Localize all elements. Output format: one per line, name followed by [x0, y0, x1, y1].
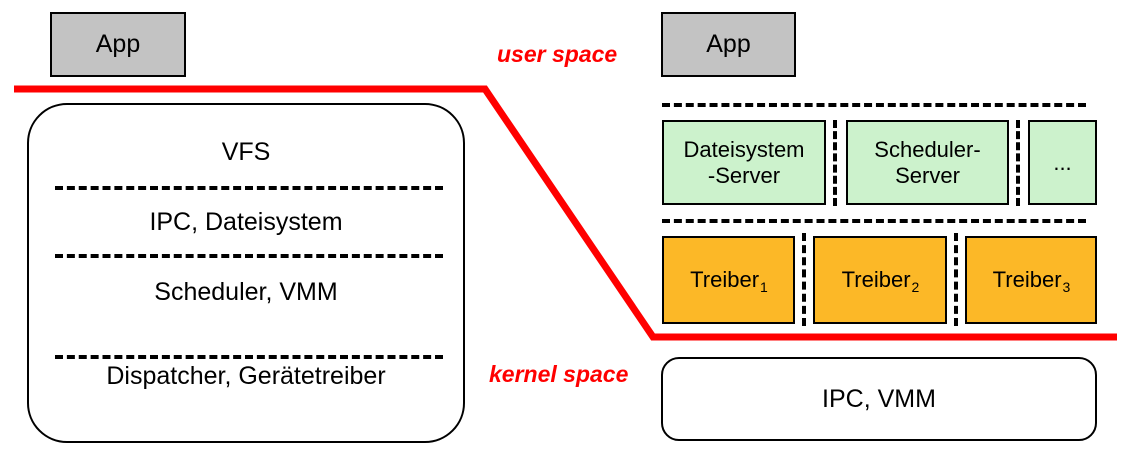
app-box-microkernel: App — [661, 12, 796, 77]
server-label-line2: -Server — [707, 162, 781, 188]
driver-label: Treiber — [992, 267, 1062, 293]
driver-box-3: Treiber3 — [965, 236, 1097, 324]
server-label-line1: Scheduler- — [874, 136, 981, 162]
server-label-ellipsis: ... — [1053, 149, 1072, 175]
driver-index: 3 — [1062, 279, 1071, 296]
driver-separator — [802, 233, 806, 326]
driver-label: Treiber — [690, 267, 760, 293]
driver-index: 1 — [760, 279, 768, 296]
server-separator — [1016, 120, 1020, 206]
server-separator — [833, 120, 837, 206]
server-label-line1: Dateisystem — [683, 136, 805, 162]
monolithic-layer-dispatcher-geraetetreiber: Dispatcher, Gerätetreiber — [106, 361, 386, 390]
driver-box-2: Treiber2 — [813, 236, 947, 324]
user-space-label: user space — [497, 41, 618, 67]
monolithic-layer-vfs: VFS — [221, 137, 271, 166]
server-row-divider-bottom — [662, 219, 1086, 223]
driver-box-1: Treiber1 — [662, 236, 795, 324]
server-box-more: ... — [1028, 120, 1097, 205]
server-row-divider-top — [662, 103, 1086, 107]
microkernel-box: IPC, VMM — [661, 357, 1097, 441]
server-box-dateisystem: Dateisystem -Server — [662, 120, 826, 205]
layer-divider — [55, 186, 443, 190]
monolithic-layer-ipc-dateisystem: IPC, Dateisystem — [149, 207, 343, 236]
kernel-space-label: kernel space — [489, 361, 629, 387]
driver-index: 2 — [911, 279, 920, 296]
driver-separator — [954, 233, 958, 326]
driver-label: Treiber — [841, 267, 911, 293]
layer-divider — [55, 355, 443, 359]
layer-divider — [55, 254, 443, 258]
server-box-scheduler: Scheduler- Server — [846, 120, 1009, 205]
monolithic-kernel-container: VFS IPC, Dateisystem Scheduler, VMM Disp… — [27, 103, 465, 443]
server-label-line2: Server — [895, 162, 960, 188]
monolithic-layer-scheduler-vmm: Scheduler, VMM — [154, 277, 338, 306]
app-box-monolithic: App — [50, 12, 186, 77]
